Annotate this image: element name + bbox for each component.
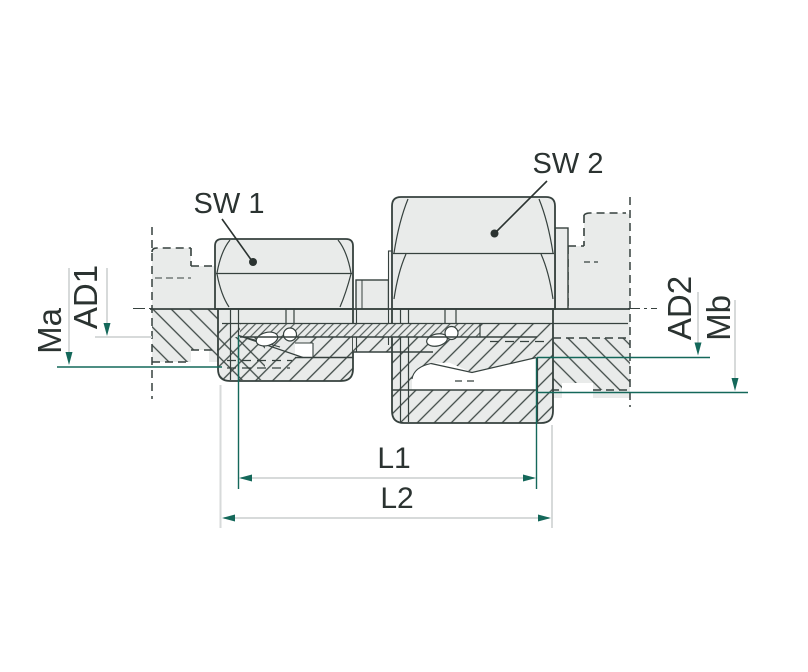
leader-sw2 (490, 180, 548, 238)
label-ma: Ma (31, 307, 68, 353)
dimension-arrows (65, 323, 739, 522)
body-hex-left (355, 279, 390, 310)
leader-dot-sw2 (490, 229, 499, 238)
cutting-ring-left (227, 309, 353, 369)
structural-lines (150, 308, 630, 353)
nut-sw1 (214, 238, 354, 382)
dimension-lines-teal (57, 335, 748, 489)
left-phantom-fitting (151, 227, 223, 399)
tube-wall-section (240, 323, 481, 337)
leader-dot-sw1 (249, 258, 257, 266)
dimension-lines-gray (68, 268, 736, 528)
label-l1: L1 (377, 442, 410, 475)
label-sw1: SW 1 (194, 188, 265, 220)
leader-sw1 (221, 218, 257, 266)
label-ad2: AD2 (661, 276, 698, 340)
label-mb: Mb (700, 295, 737, 341)
label-l2: L2 (380, 482, 413, 515)
body-hex-right (554, 227, 569, 310)
label-ad1: AD1 (67, 265, 104, 329)
label-sw2: SW 2 (533, 148, 604, 180)
nut-sw2 (391, 196, 556, 424)
